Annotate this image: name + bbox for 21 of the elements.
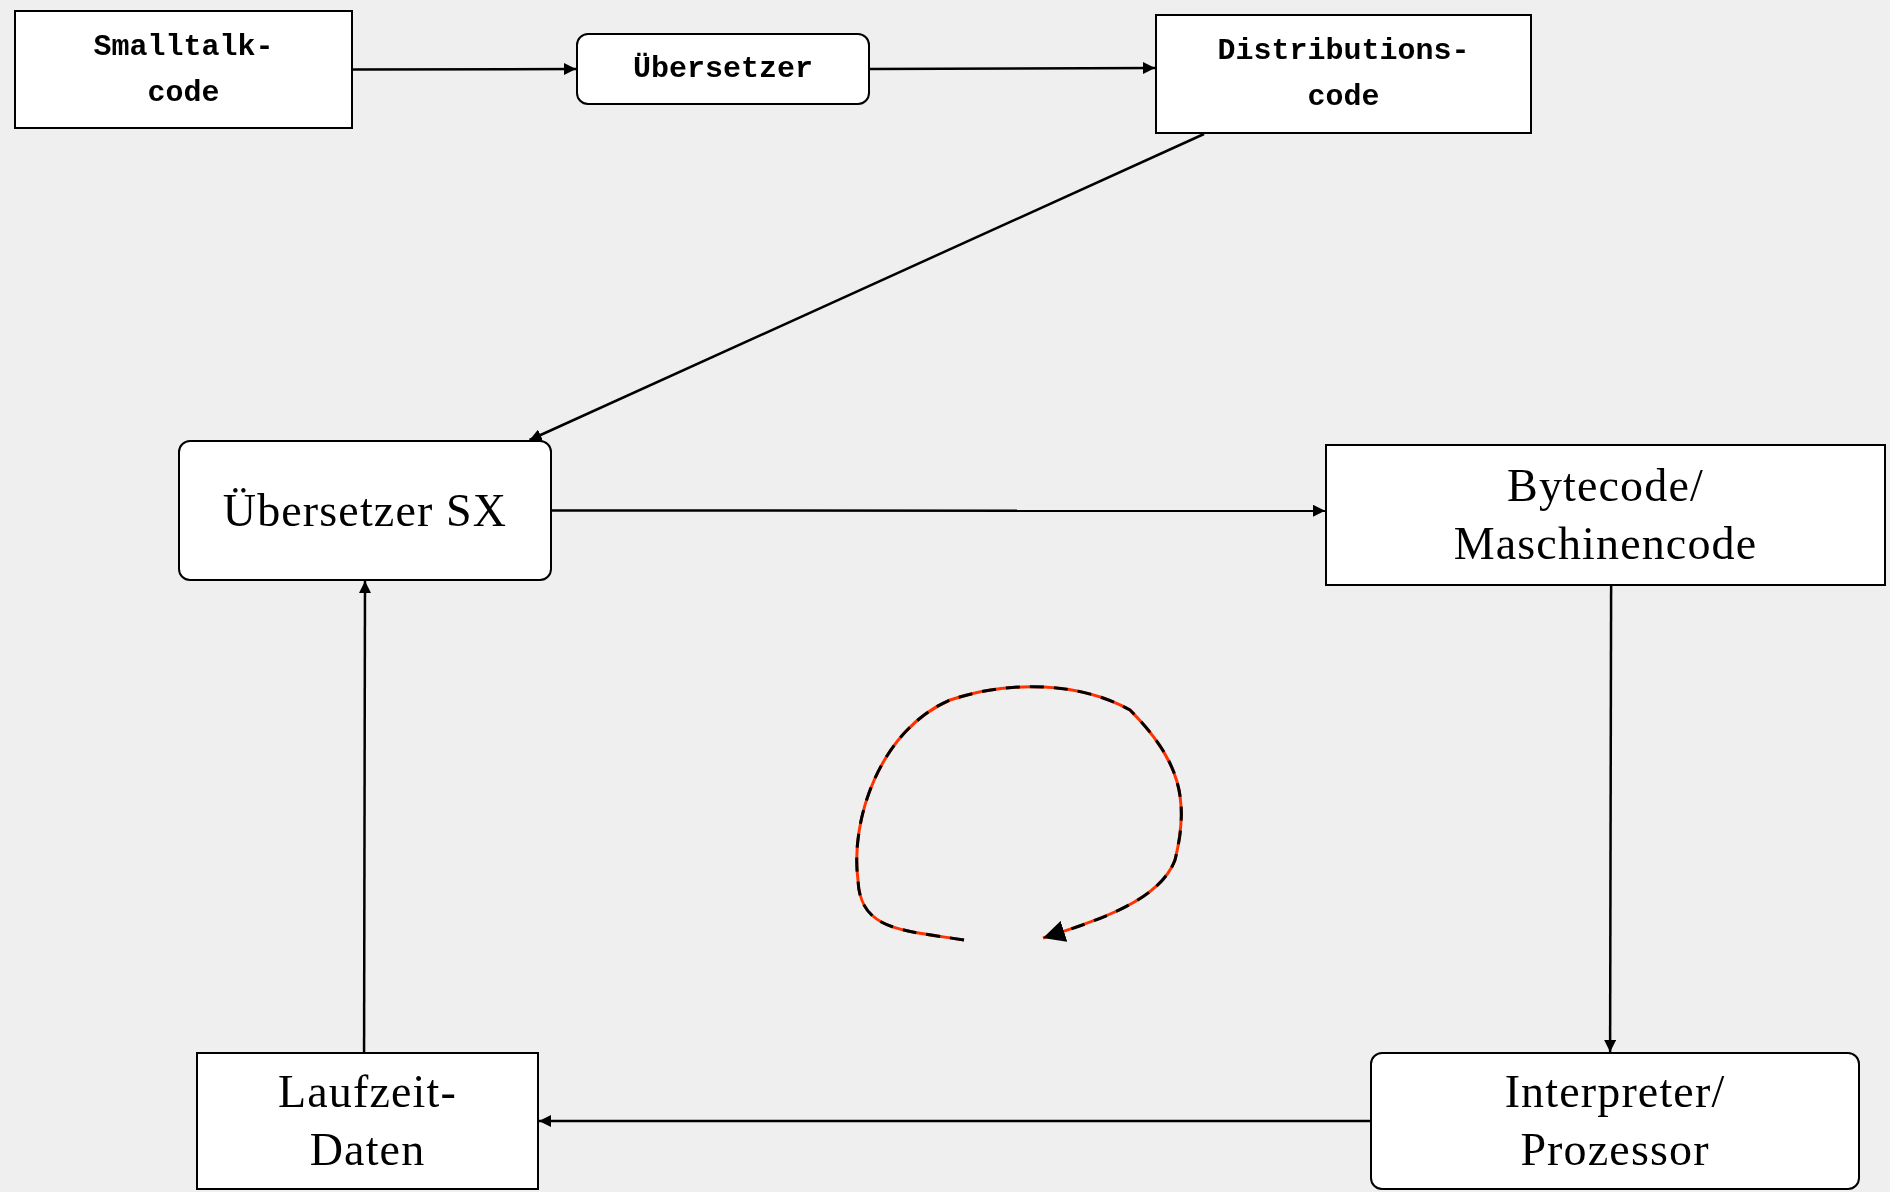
arrow bbox=[1604, 586, 1617, 1052]
box-label: Bytecode/ Maschinencode bbox=[1452, 459, 1759, 571]
box-label: Übersetzer SX bbox=[222, 483, 508, 538]
arrow bbox=[539, 1115, 1370, 1127]
rounded-process-box bbox=[1370, 1052, 1860, 1190]
arrow bbox=[870, 62, 1155, 75]
box-label: Interpreter/ Prozessor bbox=[1503, 1065, 1727, 1177]
process-box bbox=[1155, 14, 1532, 134]
rounded-process-box bbox=[178, 440, 552, 581]
box-label: Distributions-code bbox=[1216, 33, 1471, 116]
arrow bbox=[529, 132, 1205, 442]
arrow bbox=[353, 63, 576, 76]
box-label: Übersetzer bbox=[633, 51, 813, 88]
arrow bbox=[359, 581, 371, 1052]
rounded-process-box bbox=[576, 33, 870, 105]
process-box bbox=[1325, 444, 1886, 586]
box-label: Smalltalk-code bbox=[92, 28, 275, 112]
box-label: Laufzeit-Daten bbox=[277, 1065, 458, 1177]
process-box bbox=[196, 1052, 539, 1190]
process-box bbox=[14, 10, 353, 129]
arrow bbox=[552, 504, 1325, 517]
